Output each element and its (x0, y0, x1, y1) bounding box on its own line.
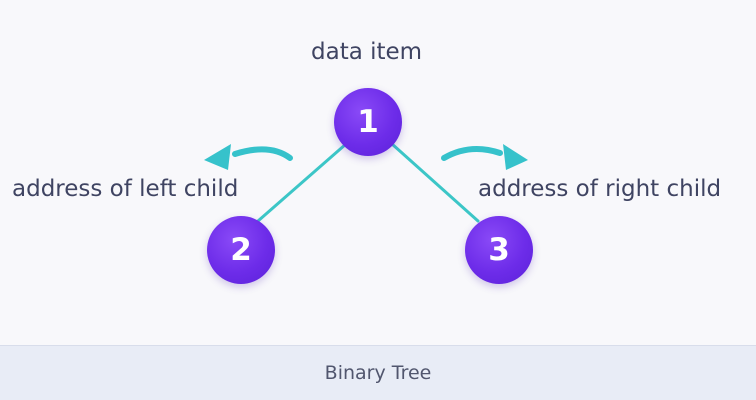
left-child-node: 2 (207, 216, 275, 284)
right-child-node: 3 (465, 216, 533, 284)
caption-text: Binary Tree (324, 362, 432, 384)
diagram-caption: Binary Tree (0, 345, 756, 400)
data-item-label: data item (311, 39, 423, 65)
tree-edges (204, 142, 528, 223)
right-arrow (441, 144, 528, 170)
right-child-address-label: address of right child (478, 176, 722, 202)
left-arrow (204, 144, 293, 170)
left-child-address-label: address of left child (12, 176, 239, 202)
diagram-area: data item address of left child address … (12, 39, 722, 284)
root-node: 1 (334, 88, 402, 156)
right-edge (390, 142, 480, 223)
left-edge (256, 142, 348, 223)
